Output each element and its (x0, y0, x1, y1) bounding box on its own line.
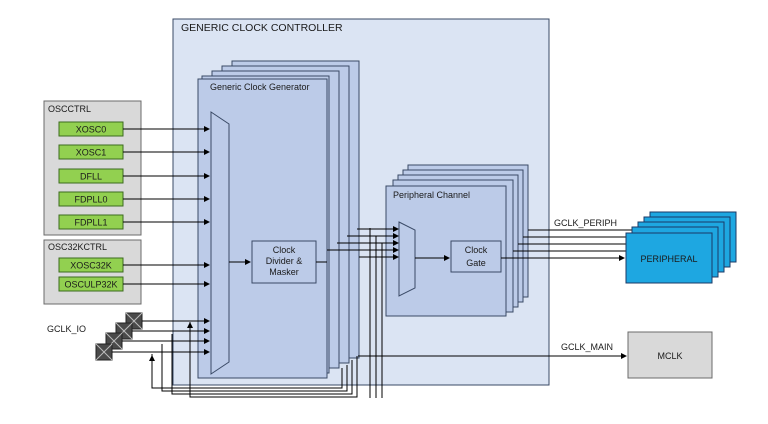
peripheral-channel-title: Peripheral Channel (393, 190, 470, 200)
osc-item-xosc0-label: XOSC0 (76, 125, 107, 135)
gclk-io-wiring (112, 318, 358, 398)
peripheral-label: PERIPHERAL (640, 254, 697, 264)
oscctrl-items: XOSC0 XOSC1 DFLL FDPLL0 FDPLL1 (58, 121, 124, 230)
clock-divider-masker-box (251, 240, 317, 284)
io-pad-icon (95, 343, 113, 361)
input-mux (210, 111, 230, 375)
generic-clock-generator-title: Generic Clock Generator (210, 82, 310, 92)
gclk-periph-label: GCLK_PERIPH (554, 218, 617, 228)
clock-gate-label-line2: Gate (466, 258, 486, 268)
osc-item-xosc1-label: XOSC1 (76, 148, 107, 158)
mclk-label: MCLK (657, 351, 682, 361)
generic-clock-controller-title: GENERIC CLOCK CONTROLLER (181, 22, 343, 34)
osc32kctrl-items: XOSC32K OSCULP32K (58, 257, 124, 292)
osc32kctrl-title: OSC32KCTRL (48, 242, 107, 252)
gclk-main-label: GCLK_MAIN (561, 342, 613, 352)
osc-item-fdpll0-label: FDPLL0 (74, 195, 107, 205)
clock-gate-label-line1: Clock (465, 245, 488, 255)
channel-mux (398, 221, 416, 297)
divider-label-line2: Divider & (266, 256, 303, 266)
osc32k-item-xosc32k-label: XOSC32K (70, 261, 112, 271)
clock-gate-box (450, 240, 502, 273)
osc32k-item-osculp32k-label: OSCULP32K (64, 280, 117, 290)
gclk-io-pads (95, 312, 143, 361)
generator-output-lines (316, 226, 399, 398)
oscctrl-title: OSCCTRL (48, 104, 91, 114)
peripheral-box (625, 232, 713, 284)
mclk-box (627, 331, 713, 379)
oscillator-input-arrows (123, 126, 210, 287)
divider-label-line3: Masker (269, 267, 299, 277)
gclk-periph-lines (501, 229, 648, 261)
osc-item-fdpll1-label: FDPLL1 (74, 218, 107, 228)
gclk-io-label: GCLK_IO (47, 324, 86, 334)
osc-item-dfll-label: DFLL (80, 172, 102, 182)
divider-label-line1: Clock (273, 245, 296, 255)
